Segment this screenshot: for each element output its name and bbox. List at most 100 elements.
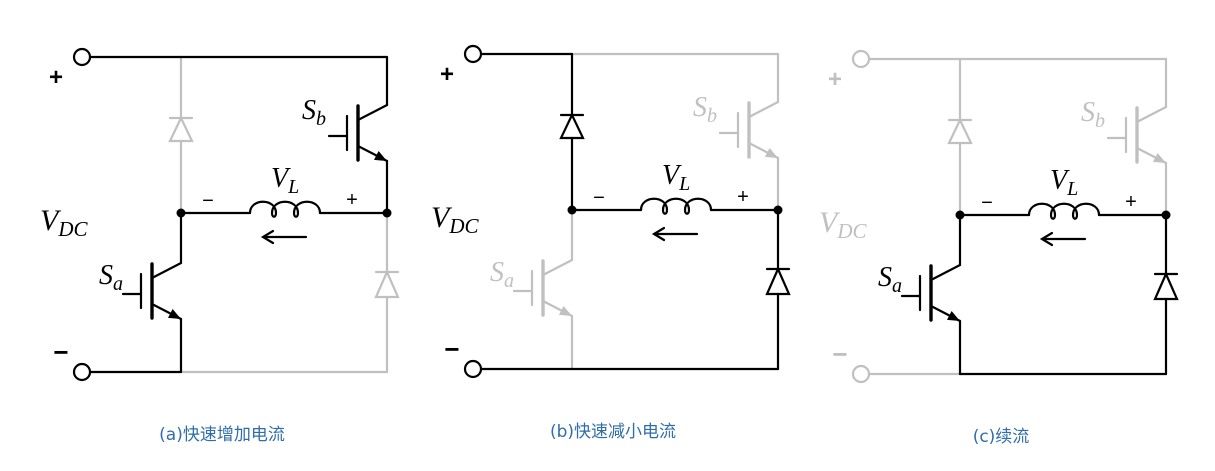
vl-label-subscript: L xyxy=(287,176,299,198)
vdc-label: VDC xyxy=(431,201,479,238)
lower-diode xyxy=(374,269,400,299)
lower-diode-branch xyxy=(765,208,791,371)
upper-diode-branch xyxy=(168,55,194,215)
sb-label-main: S xyxy=(1081,97,1095,128)
emitter-arrow-icon xyxy=(765,148,778,158)
negative-terminal xyxy=(463,359,483,379)
vdc-label-subscript: DC xyxy=(448,214,479,238)
inductor-plus-sign: + xyxy=(1125,191,1137,213)
switch-sb xyxy=(718,52,780,212)
current-arrow-icon xyxy=(260,229,275,245)
sb-label-subscript: b xyxy=(1095,110,1105,132)
node-dot xyxy=(567,205,577,215)
positive-terminal xyxy=(72,47,92,67)
upper-diode-branch xyxy=(559,52,585,212)
lower-diode xyxy=(765,266,791,296)
inductor-minus-sign: − xyxy=(202,190,214,212)
switch-sb-branch: Sb xyxy=(302,55,389,215)
vdc-label-main: V xyxy=(431,201,453,234)
upper-diode xyxy=(559,112,585,140)
inductor-coil xyxy=(1027,202,1101,220)
diode-triangle xyxy=(559,112,585,140)
inductor-branch: −+VL xyxy=(176,163,392,245)
sb-label: Sb xyxy=(1081,97,1105,132)
collector-diagonal xyxy=(150,261,183,280)
vdc-label: VDC xyxy=(40,204,88,241)
sa-label-subscript: a xyxy=(892,275,902,297)
sa-label-main: S xyxy=(490,257,504,288)
inductor-coil xyxy=(639,197,713,215)
switch-sb-branch: Sb xyxy=(693,52,780,212)
sa-label-main: S xyxy=(878,262,892,293)
diode-triangle xyxy=(168,115,194,143)
terminal-plus-sign: + xyxy=(828,66,842,93)
switch-sa xyxy=(512,208,574,371)
inductor-branch: − + VL xyxy=(955,165,1171,247)
collector-diagonal xyxy=(747,100,780,119)
figure-caption: (c)续流 xyxy=(973,427,1030,447)
switch-sa-branch: Sa xyxy=(99,211,183,374)
emitter-arrow-icon xyxy=(168,309,181,319)
vl-label-subscript: L xyxy=(678,173,690,195)
positive-terminal xyxy=(463,44,483,64)
inactive-layer: Sb+−VDC xyxy=(819,49,1168,384)
collector-diagonal xyxy=(356,103,389,122)
node-dot xyxy=(176,208,186,218)
diode-triangle xyxy=(765,266,791,296)
vdc-label-main: V xyxy=(40,204,62,237)
terminal-plus-sign: + xyxy=(49,64,63,91)
sa-label: Sa xyxy=(99,260,123,295)
inactive-layer xyxy=(168,55,400,374)
sb-label: Sb xyxy=(693,92,717,127)
emitter-arrow-icon xyxy=(559,306,572,316)
node-dot xyxy=(773,205,783,215)
emitter-arrow-icon xyxy=(374,151,387,161)
lower-diode xyxy=(1153,271,1179,301)
diode-triangle xyxy=(374,269,400,299)
switch-sb xyxy=(327,55,389,215)
sb-label-subscript: b xyxy=(707,105,717,127)
lower-diode-branch xyxy=(374,211,400,374)
vdc-label: VDC xyxy=(819,206,867,243)
node-dot xyxy=(382,208,392,218)
sb-label: Sb xyxy=(302,95,326,130)
switch-sa xyxy=(900,213,962,376)
emitter-arrow-icon xyxy=(1153,153,1166,163)
switch-sb xyxy=(1106,57,1168,217)
upper-diode xyxy=(168,115,194,143)
emitter-arrow-icon xyxy=(947,311,960,321)
negative-terminal xyxy=(851,364,871,384)
inductor-coil xyxy=(248,200,322,218)
inductor-plus-sign: + xyxy=(737,186,749,208)
negative-terminal xyxy=(72,362,92,382)
vdc-label-subscript: DC xyxy=(57,217,88,241)
vl-label: VL xyxy=(1050,165,1078,200)
diode-triangle xyxy=(947,117,973,145)
current-arrow-icon xyxy=(1039,231,1054,247)
sa-label-subscript: a xyxy=(504,270,514,292)
vl-label: VL xyxy=(662,160,690,195)
vdc-label-subscript: DC xyxy=(836,219,867,243)
sb-label-main: S xyxy=(302,95,316,126)
sa-label: Sa xyxy=(490,257,514,292)
switch-sb-branch: Sb xyxy=(1081,57,1168,217)
supply-terminals: +−VDC xyxy=(40,47,92,382)
supply-terminals: +−VDC xyxy=(431,44,483,379)
vl-label-subscript: L xyxy=(1066,178,1078,200)
inductor-minus-sign: − xyxy=(981,192,993,214)
active-layer: Sa − + VL xyxy=(878,165,1179,376)
node-dot xyxy=(1161,210,1171,220)
vl-label-main: V xyxy=(271,163,291,194)
collector-diagonal xyxy=(929,263,962,282)
collector-diagonal xyxy=(1135,105,1168,124)
figure-caption: (a)快速增加电流 xyxy=(159,425,285,445)
terminal-plus-sign: + xyxy=(440,61,454,88)
upper-diode xyxy=(947,117,973,145)
active-layer: −+VL+−VDC xyxy=(431,44,791,379)
supply-terminals: +−VDC xyxy=(819,49,871,384)
